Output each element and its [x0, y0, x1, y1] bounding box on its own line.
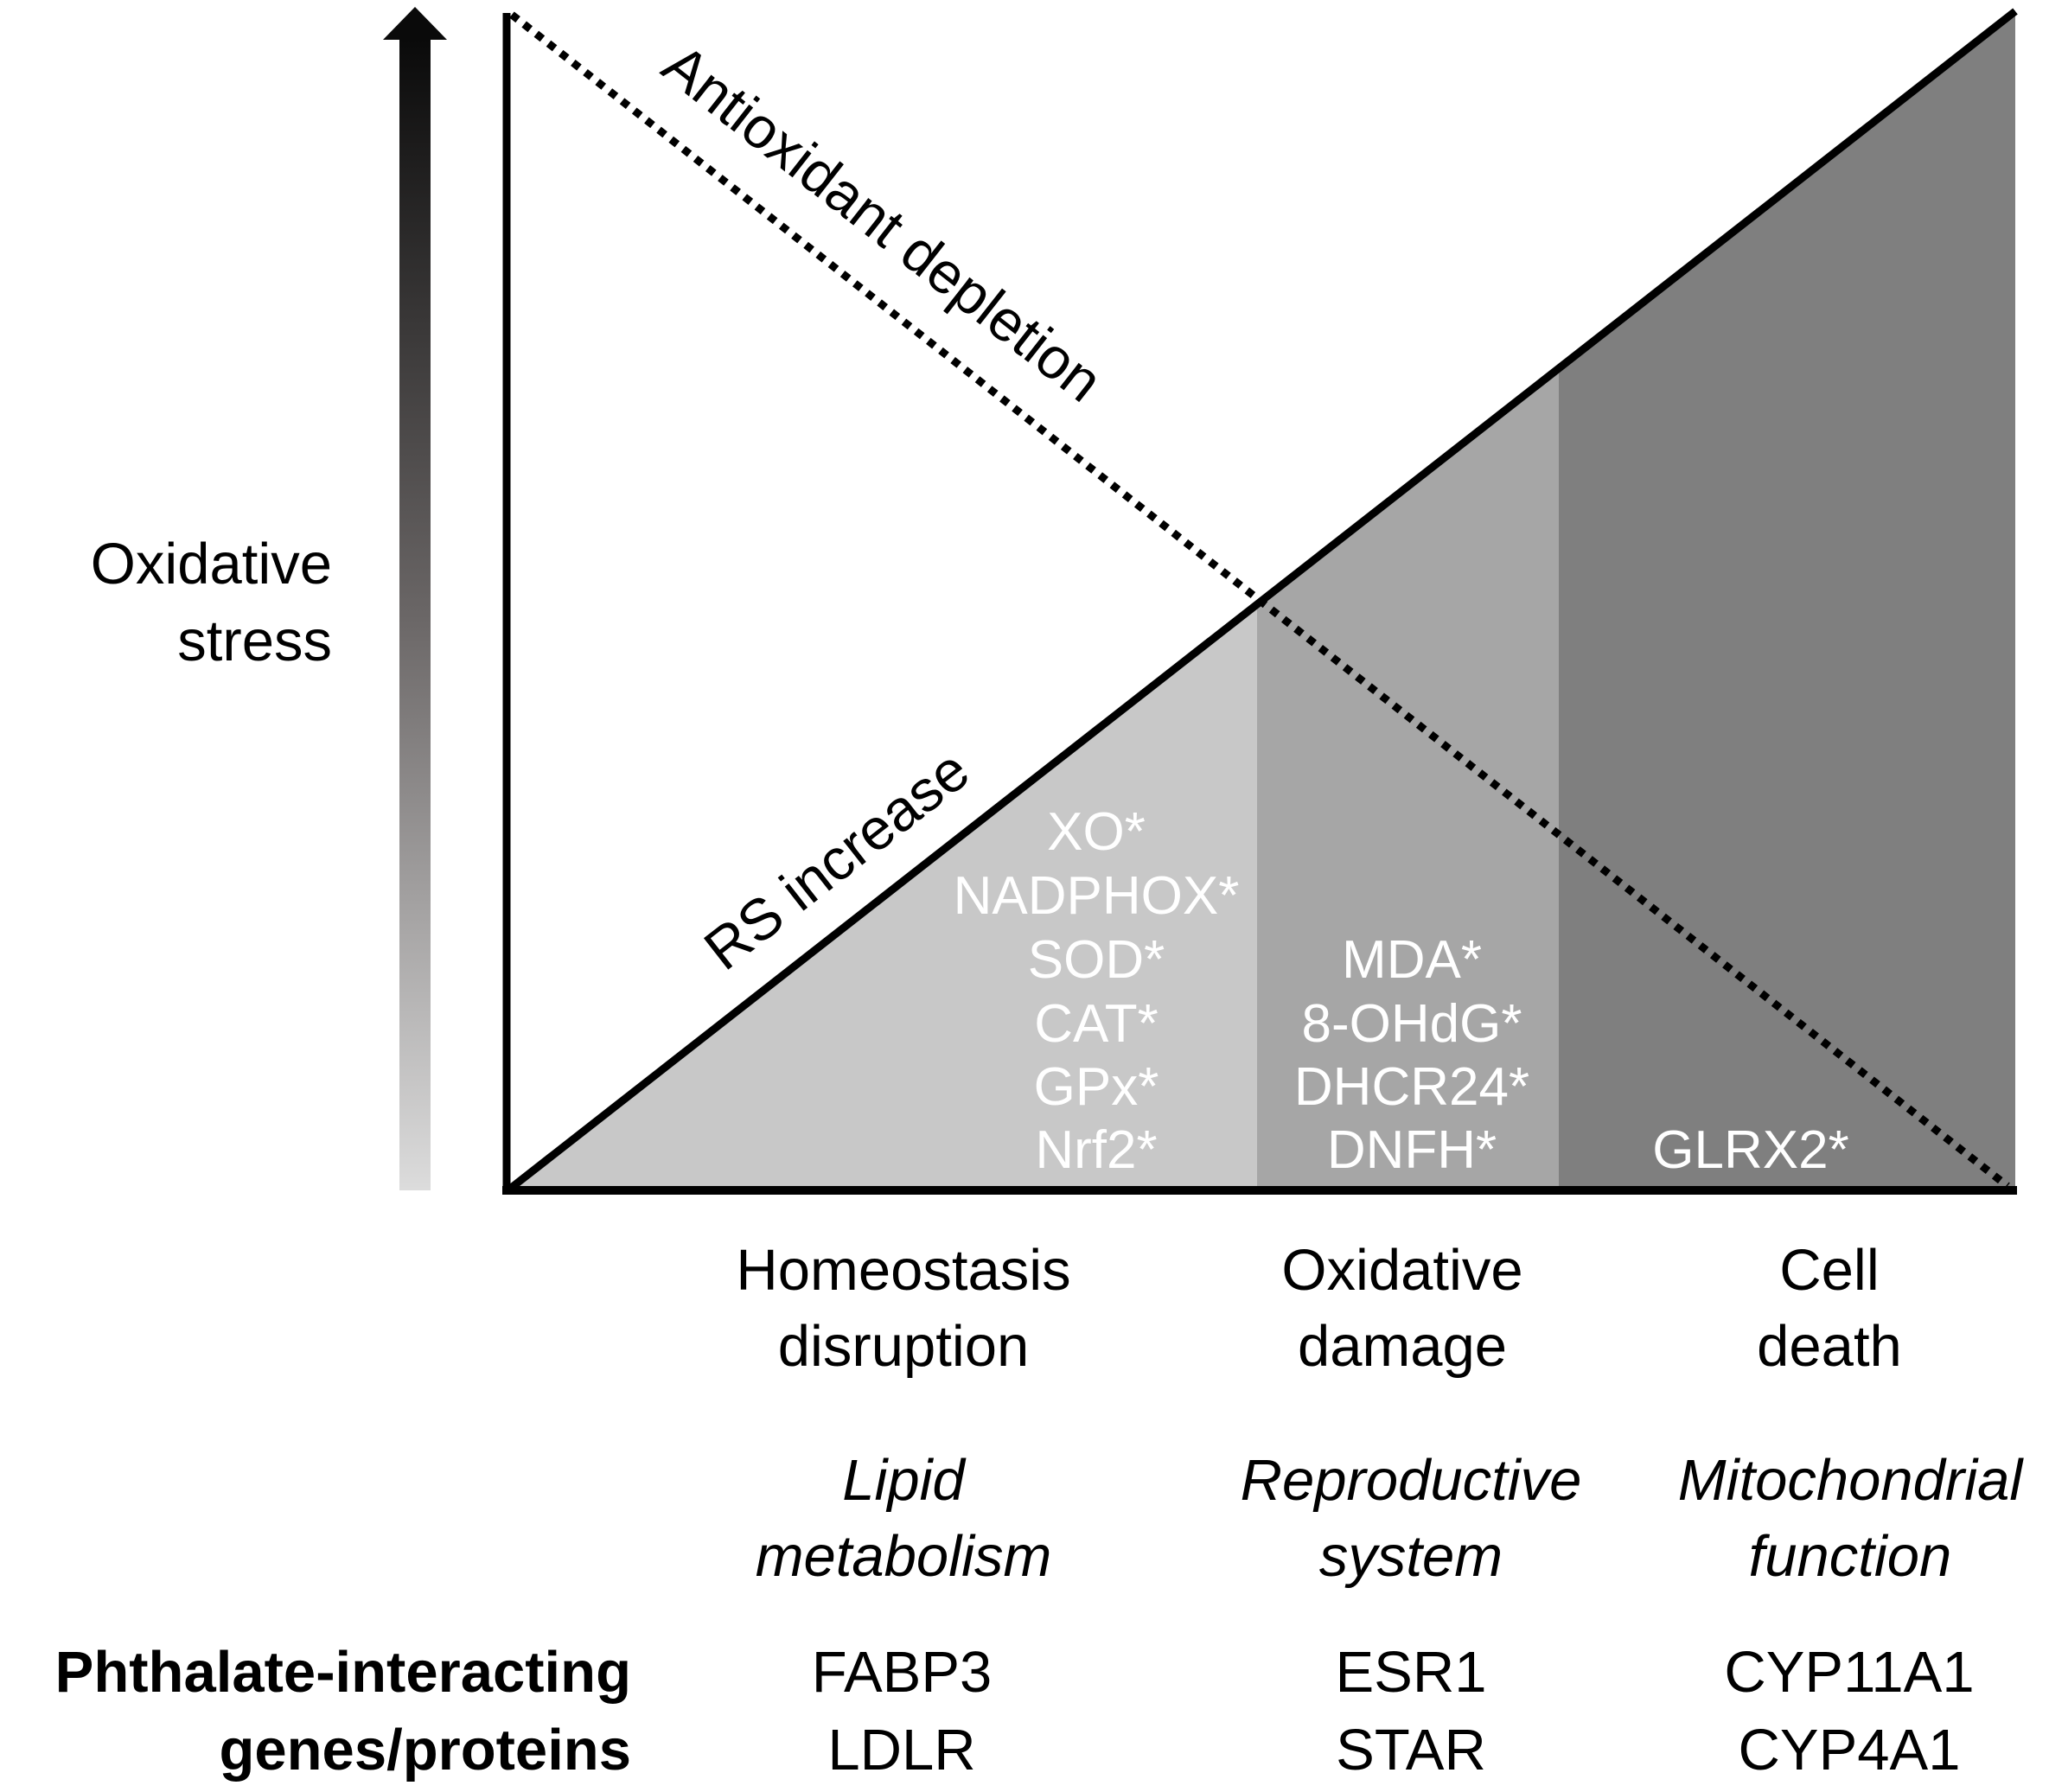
y-axis-label-line1: Oxidative — [91, 532, 332, 596]
zone-cell-death-markers: GLRX2* — [1652, 1120, 1848, 1180]
zone-oxidative-damage-markers: MDA* 8-OHdG* DHCR24* DNFH* — [1294, 930, 1529, 1180]
system-label-mitochondrial-line2: function — [1749, 1524, 1952, 1589]
stage-label-homeostasis-line1: Homeostasis — [736, 1238, 1070, 1303]
gene-label: LDLR — [827, 1718, 975, 1782]
marker-label: Nrf2* — [1035, 1120, 1157, 1180]
oxidative-stress-arrow-icon — [383, 7, 447, 1190]
stage-label-homeostasis-line2: disruption — [778, 1314, 1030, 1379]
genes-row-label-line1: Phthalate-interacting — [55, 1640, 631, 1705]
stage-label-cell-death-line1: Cell — [1779, 1238, 1879, 1303]
system-label-mitochondrial-line1: Mitochondrial — [1678, 1448, 2025, 1513]
stage-label-cell-death-line2: death — [1757, 1314, 1902, 1379]
stage-label-oxidative-line1: Oxidative — [1281, 1238, 1522, 1303]
marker-label: DNFH* — [1327, 1120, 1497, 1180]
marker-label: SOD* — [1028, 930, 1165, 990]
marker-label: XO* — [1047, 802, 1146, 862]
marker-label: 8-OHdG* — [1302, 994, 1522, 1054]
system-label-lipid-line2: metabolism — [756, 1524, 1052, 1589]
marker-label: MDA* — [1342, 930, 1482, 990]
gene-label: STAR — [1336, 1718, 1486, 1782]
genes-row-label-line2: genes/proteins — [219, 1718, 631, 1782]
y-axis-label-line2: stress — [177, 609, 332, 673]
marker-label: CAT* — [1034, 994, 1159, 1054]
system-label-lipid-line1: Lipid — [842, 1448, 967, 1513]
gene-label: CYP11A1 — [1724, 1640, 1974, 1705]
system-label-reproductive-line2: system — [1319, 1524, 1503, 1589]
stage-label-oxidative-line2: damage — [1298, 1314, 1507, 1379]
system-label-reproductive-line1: Reproductive — [1241, 1448, 1582, 1513]
marker-label: DHCR24* — [1294, 1057, 1529, 1117]
zone-homeostasis-markers: XO* NADPHOX* SOD* CAT* GPx* Nrf2* — [954, 802, 1240, 1180]
marker-label: GPx* — [1034, 1057, 1159, 1117]
marker-label: NADPHOX* — [954, 866, 1240, 926]
marker-label: GLRX2* — [1652, 1120, 1848, 1180]
gene-label: ESR1 — [1335, 1640, 1486, 1705]
gene-label: CYP4A1 — [1739, 1718, 1961, 1782]
gene-label: FABP3 — [812, 1640, 993, 1705]
antioxidant-depletion-line — [509, 11, 2010, 1189]
antioxidant-depletion-label: Antioxidant depletion — [651, 32, 1114, 415]
